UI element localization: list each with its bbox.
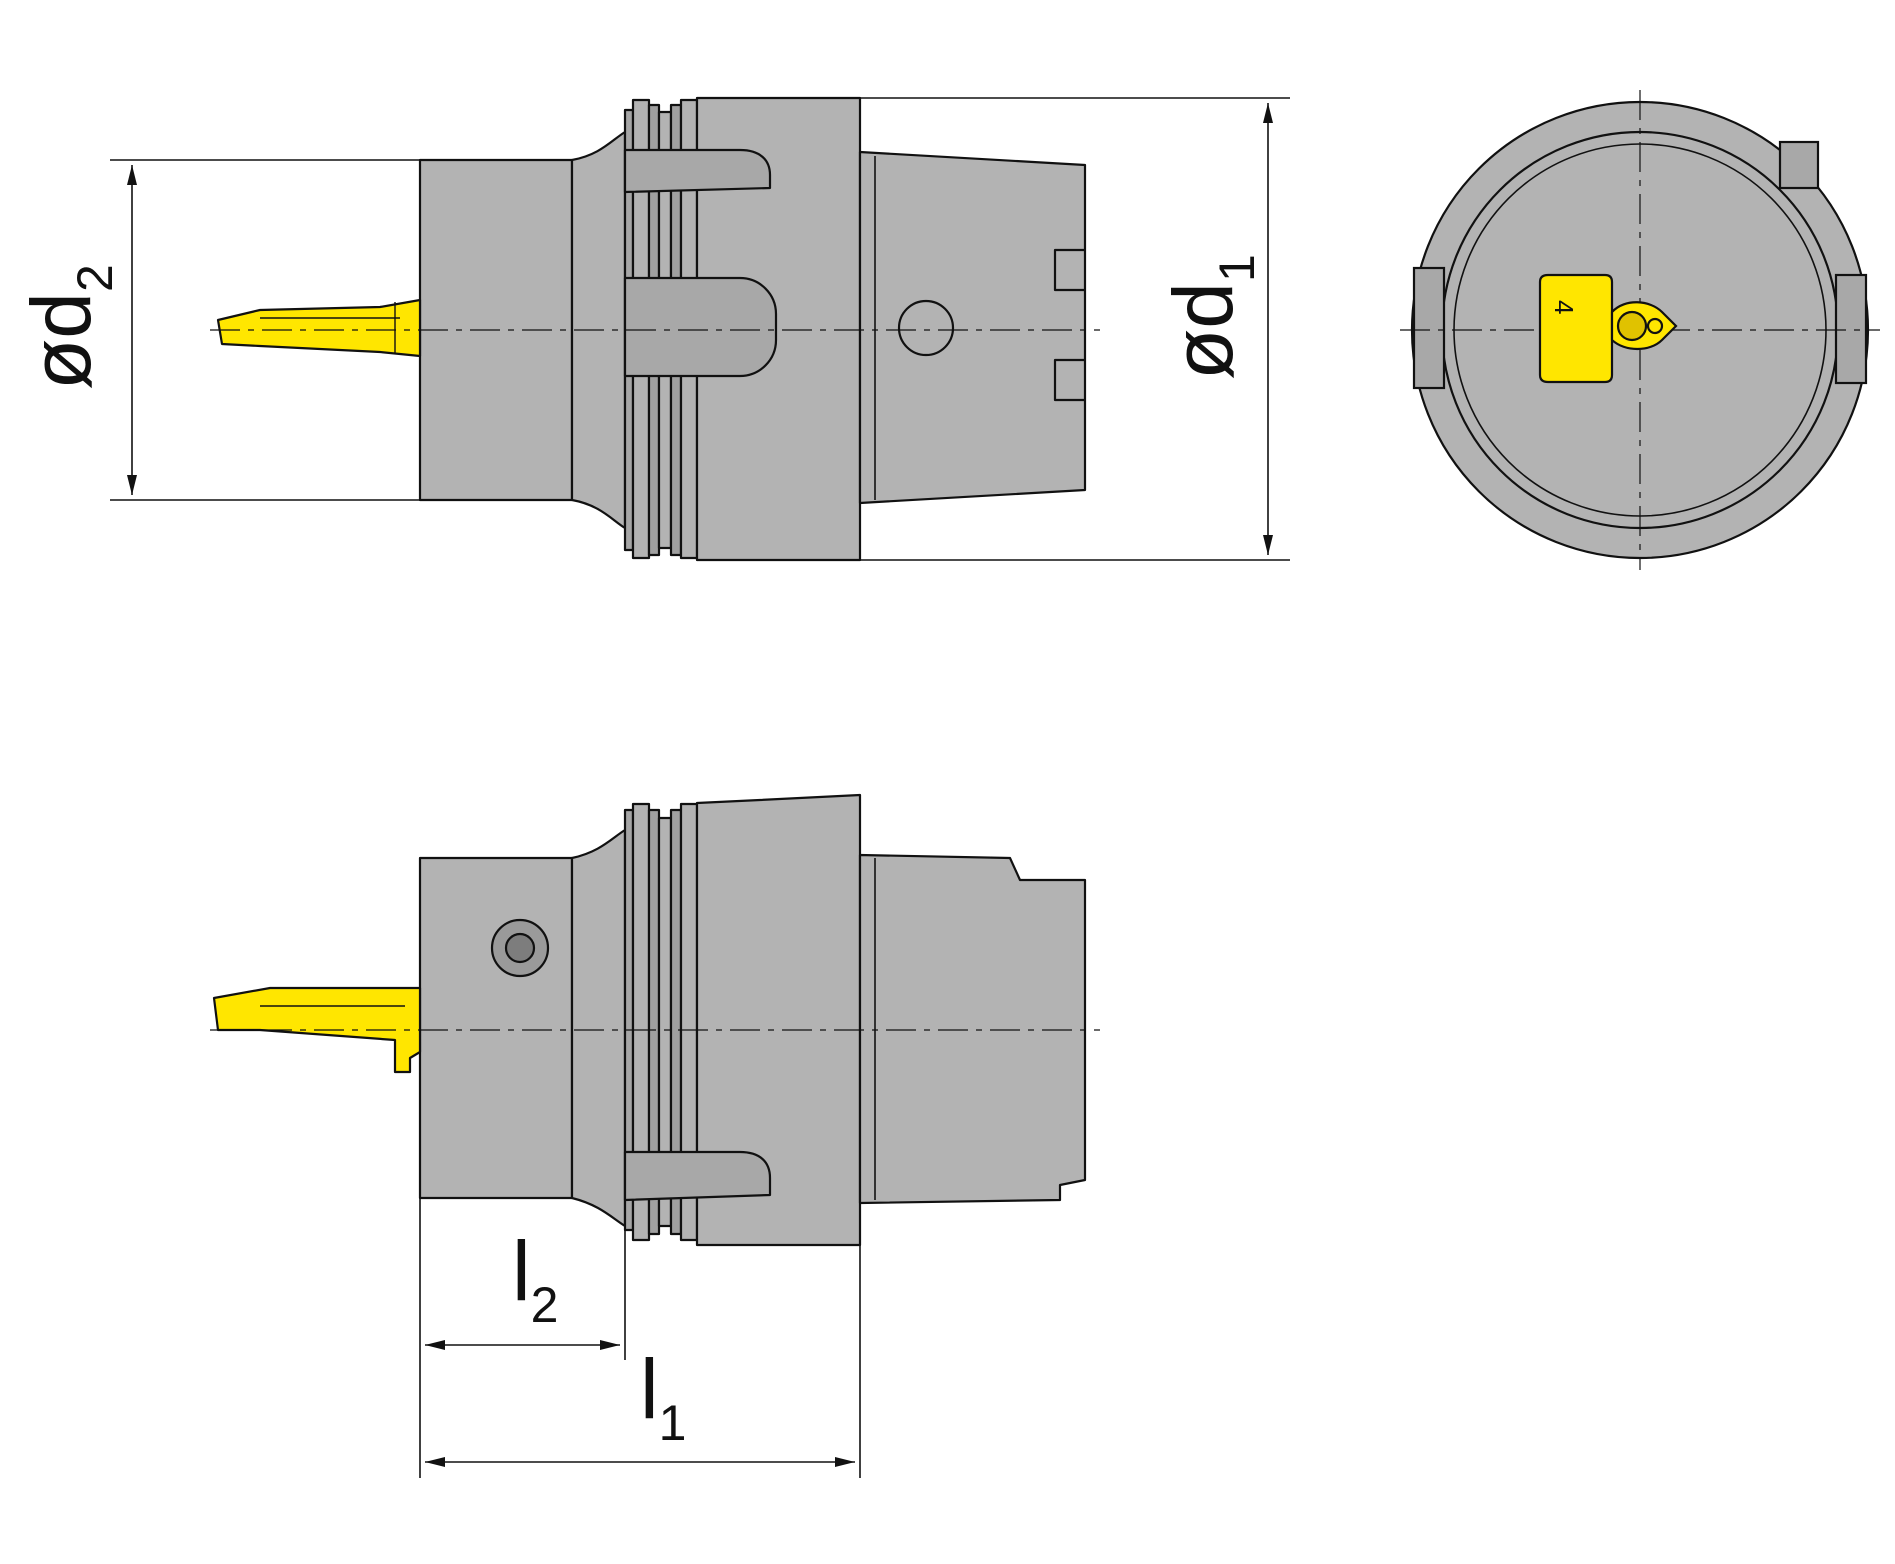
dimension-d2 xyxy=(110,159,420,501)
label-l1: l1 xyxy=(640,1342,686,1451)
clamp-screw-icon xyxy=(1616,310,1648,342)
insert-marking: 4 xyxy=(1549,300,1579,314)
side-view xyxy=(210,793,1100,1247)
hsk-taper-side xyxy=(858,853,1087,1205)
top-view xyxy=(210,96,1100,562)
keyway-slot xyxy=(623,276,778,378)
drive-slot-top xyxy=(623,148,772,194)
cross-hole xyxy=(897,299,955,357)
flange-grooves-side xyxy=(623,802,699,1242)
hsk-taper xyxy=(858,150,1087,505)
clamping-head-side xyxy=(418,856,574,1200)
drive-slot-bottom xyxy=(623,1150,772,1202)
end-view xyxy=(1400,90,1880,570)
label-d1: ød1 xyxy=(1156,254,1265,380)
label-d2: ød2 xyxy=(14,264,123,390)
taper-notch xyxy=(1053,248,1085,292)
insert-end[interactable] xyxy=(1538,273,1614,384)
boring-bar[interactable] xyxy=(216,298,422,358)
dimension-l1-l2 xyxy=(419,1198,861,1478)
dimension-d1 xyxy=(860,97,1290,561)
label-l2: l2 xyxy=(512,1224,558,1333)
